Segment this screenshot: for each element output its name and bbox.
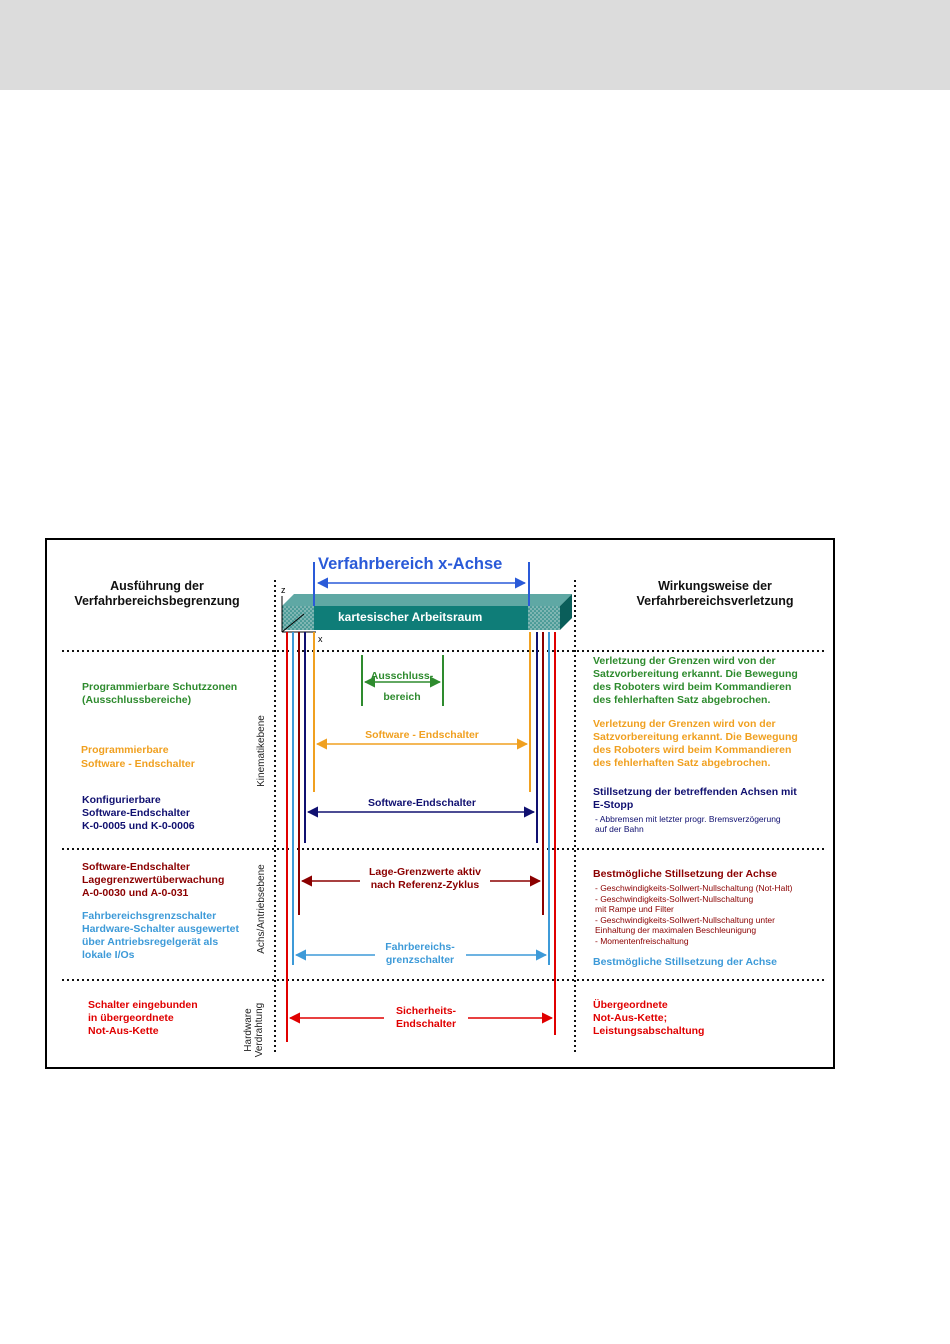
level-axis-drive: Achs/Antriebsebene	[256, 864, 267, 954]
right-darkred-title: Bestmögliche Stillsetzung der Achse	[593, 868, 777, 880]
orange-sw-label: Software - Endschalter	[365, 729, 479, 741]
dotted-separators	[62, 580, 826, 1055]
boundary-lines	[286, 562, 556, 1042]
right-heading: Wirkungsweise der Verfahrbereichsverletz…	[636, 579, 794, 608]
axis-z-label: z	[281, 585, 286, 595]
navy-sw-label: Software-Endschalter	[368, 797, 476, 809]
right-blue-title: Bestmögliche Stillsetzung der Achse	[593, 956, 777, 968]
left-hw-switch-text: Fahrbereichsgrenzschalter Hardware-Schal…	[82, 910, 239, 961]
diagram-frame	[45, 538, 835, 1069]
right-green-text: Verletzung der Grenzen wird von der Satz…	[593, 655, 798, 706]
right-orange-text: Verletzung der Grenzen wird von der Satz…	[593, 718, 798, 769]
left-heading: Ausführung der Verfahrbereichsbegrenzung	[74, 579, 240, 608]
safety-switch-label: Sicherheits- Endschalter	[395, 1005, 457, 1030]
travel-switch-label: Fahrbereichs- grenzschalter	[385, 941, 455, 966]
position-limits-label: Lage-Grenzwerte aktiv nach Referenz-Zykl…	[368, 866, 482, 891]
right-navy-detail: - Abbremsen mit letzter progr. Bremsverz…	[595, 814, 781, 834]
exclusion-label: Ausschluss- bereich	[370, 670, 434, 703]
right-darkred-items: - Geschwindigkeits-Sollwert-Nullschaltun…	[595, 883, 793, 946]
right-red-title: Übergeordnete Not-Aus-Kette; Leistungsab…	[593, 999, 705, 1037]
diagram-title: Verfahrbereich x-Achse	[318, 555, 503, 573]
left-zones-text: Programmierbare Schutzzonen (Ausschlussb…	[82, 681, 238, 706]
workspace-box	[282, 594, 572, 630]
left-config-sw-text: Konfigurierbare Software-Endschalter K-0…	[82, 794, 195, 832]
axis-x-label: x	[318, 634, 323, 644]
left-prog-sw-text: Programmierbare Software - Endschalter	[81, 744, 195, 770]
level-kinematics: Kinematikebene	[256, 715, 267, 787]
level-hardware: Hardware Verdrahtung	[243, 1002, 265, 1058]
workspace-label: kartesischer Arbeitsraum	[338, 610, 483, 624]
left-estop-chain-text: Schalter eingebunden in übergeordnete No…	[88, 999, 198, 1037]
top-gray-band	[0, 0, 950, 90]
range-arrows	[288, 577, 554, 1024]
left-sw-limit-text: Software-Endschalter Lagegrenzwertüberwa…	[82, 861, 225, 899]
right-navy-title: Stillsetzung der betreffenden Achsen mit…	[593, 786, 797, 811]
